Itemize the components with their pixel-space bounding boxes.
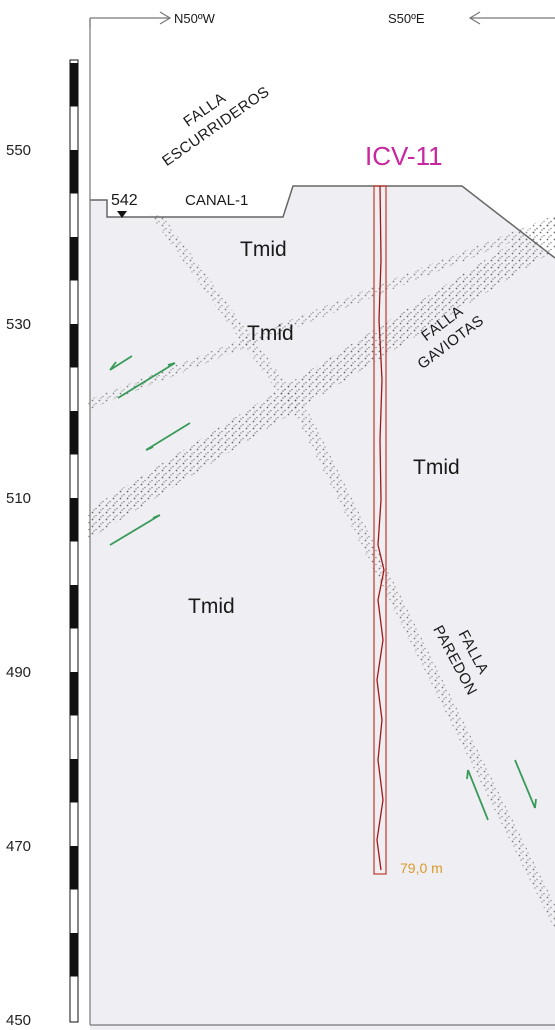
- unit-label-3: Tmid: [413, 456, 460, 479]
- slip-arrows: [109, 355, 537, 821]
- left-arrowhead: [159, 11, 172, 25]
- well-name: ICV-11: [365, 141, 443, 171]
- reference-elevation: 542: [111, 192, 138, 209]
- elevation-tick-label: 550: [6, 142, 31, 159]
- unit-label-4: Tmid: [188, 595, 235, 618]
- slip-arrow-2: [117, 362, 176, 399]
- section-fill: [90, 186, 555, 1030]
- scale-block: [70, 324, 78, 368]
- slip-arrow-1: [109, 355, 133, 371]
- slip-arrow-3: [145, 422, 191, 451]
- scale-block: [70, 63, 78, 107]
- elevation-scale-labels: 550 530 510 490 470 450: [6, 142, 31, 1029]
- reference-name: CANAL-1: [185, 192, 248, 209]
- fault-zone-upper: [88, 215, 555, 410]
- scale-block: [70, 411, 78, 455]
- scale-block: [70, 846, 78, 890]
- elevation-tick-label: 450: [6, 1012, 31, 1029]
- fault-label-escurrideros: FALLA ESCURRIDEROS: [159, 83, 273, 170]
- fault-zone-escurrideros: [150, 215, 310, 420]
- direction-left-label: N50ºW: [174, 11, 216, 26]
- scale-block: [70, 498, 78, 542]
- unit-label-2: Tmid: [247, 322, 294, 345]
- well-depth: 79,0 m: [400, 860, 443, 876]
- reference-marker: [117, 211, 127, 218]
- elevation-scale-bar: [69, 59, 79, 1023]
- elevation-tick-label: 510: [6, 490, 31, 507]
- scale-block: [70, 150, 78, 194]
- right-arrowhead: [468, 11, 481, 25]
- slip-arrow-5: [466, 769, 489, 821]
- fault-zone-gaviotas: [88, 216, 555, 540]
- direction-right-label: S50ºE: [388, 11, 425, 26]
- scale-block: [70, 933, 78, 977]
- elevation-tick-label: 470: [6, 838, 31, 855]
- slip-arrow-4: [109, 514, 161, 546]
- scale-block: [70, 237, 78, 281]
- scale-block: [70, 585, 78, 629]
- fault-zone-paredon: [298, 415, 555, 930]
- scale-block: [70, 759, 78, 803]
- topographic-profile: [90, 185, 555, 259]
- well-log-trace: [376, 185, 385, 871]
- scale-block: [70, 672, 78, 716]
- unit-label-1: Tmid: [240, 238, 287, 261]
- slip-arrow-6: [514, 759, 537, 809]
- elevation-tick-label: 490: [6, 664, 31, 681]
- elevation-tick-label: 530: [6, 316, 31, 333]
